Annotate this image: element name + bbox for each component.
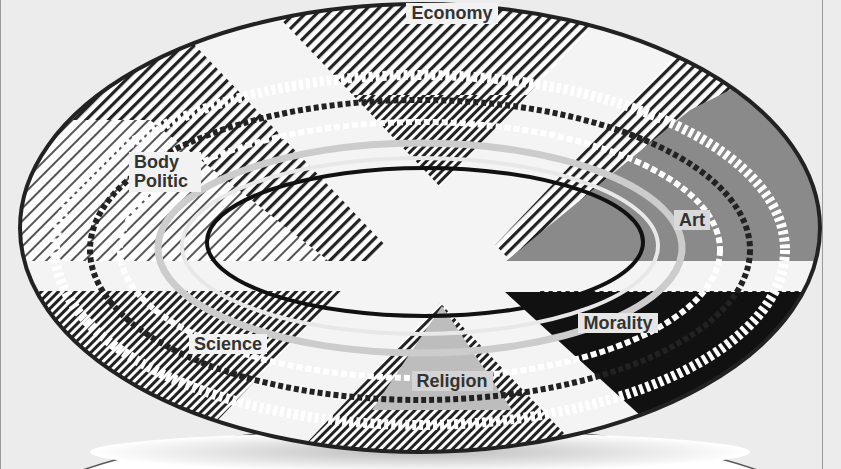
economy-label: Economy: [406, 3, 497, 24]
label-text: Morality: [583, 314, 652, 333]
label-text: Art: [679, 211, 705, 230]
label-text: Religion: [417, 372, 488, 391]
body-politic-label: Body Politic: [129, 152, 201, 192]
label-text: Body Politic: [134, 153, 196, 191]
label-text: Economy: [411, 4, 492, 23]
label-text: Science: [194, 335, 262, 354]
morality-label: Morality: [578, 313, 657, 334]
religion-label: Religion: [412, 371, 493, 392]
art-label: Art: [674, 210, 710, 231]
science-label: Science: [189, 334, 267, 355]
